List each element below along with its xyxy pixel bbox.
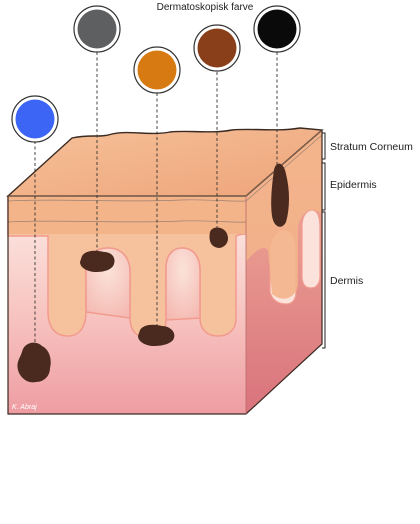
layer-label-epidermis: Epidermis (330, 179, 377, 191)
pigment-circle-gray (73, 5, 121, 53)
bracket-stratum-corneum (322, 132, 326, 160)
side-papilla (301, 209, 321, 289)
melanin-deposits (17, 163, 289, 383)
epidermis-front-upper (8, 196, 246, 234)
pigment-circle-orange (133, 46, 181, 94)
melanin-deposit-stratum-corneum (271, 163, 289, 227)
melanin-deposit-upper-dermis (80, 250, 115, 272)
stratum-corneum-line (7, 134, 323, 202)
diagram-title: Dermatoskopisk farve (157, 2, 254, 13)
layer-brackets (322, 132, 326, 349)
top-face (6, 127, 324, 197)
melanin-deposit-epidermis (209, 227, 228, 248)
dermal-papilla (165, 247, 201, 321)
melanin-deposit-dermoepidermal (138, 324, 175, 346)
pigment-circle-brown (193, 24, 241, 72)
bracket-epidermis (322, 162, 326, 211)
stratum-corneum-line (7, 220, 247, 223)
melanin-deposit-deep-dermis (17, 342, 51, 383)
artist-signature: K. Abraj (12, 404, 37, 411)
pigment-circle-blue (11, 95, 59, 143)
pigment-circle-black (253, 5, 301, 53)
bracket-dermis (322, 211, 326, 349)
layer-label-dermis: Dermis (330, 275, 363, 287)
layer-label-stratum-corneum: Stratum Corneum (330, 141, 413, 153)
leader-lines (34, 52, 278, 350)
pigment-circles (11, 5, 301, 143)
